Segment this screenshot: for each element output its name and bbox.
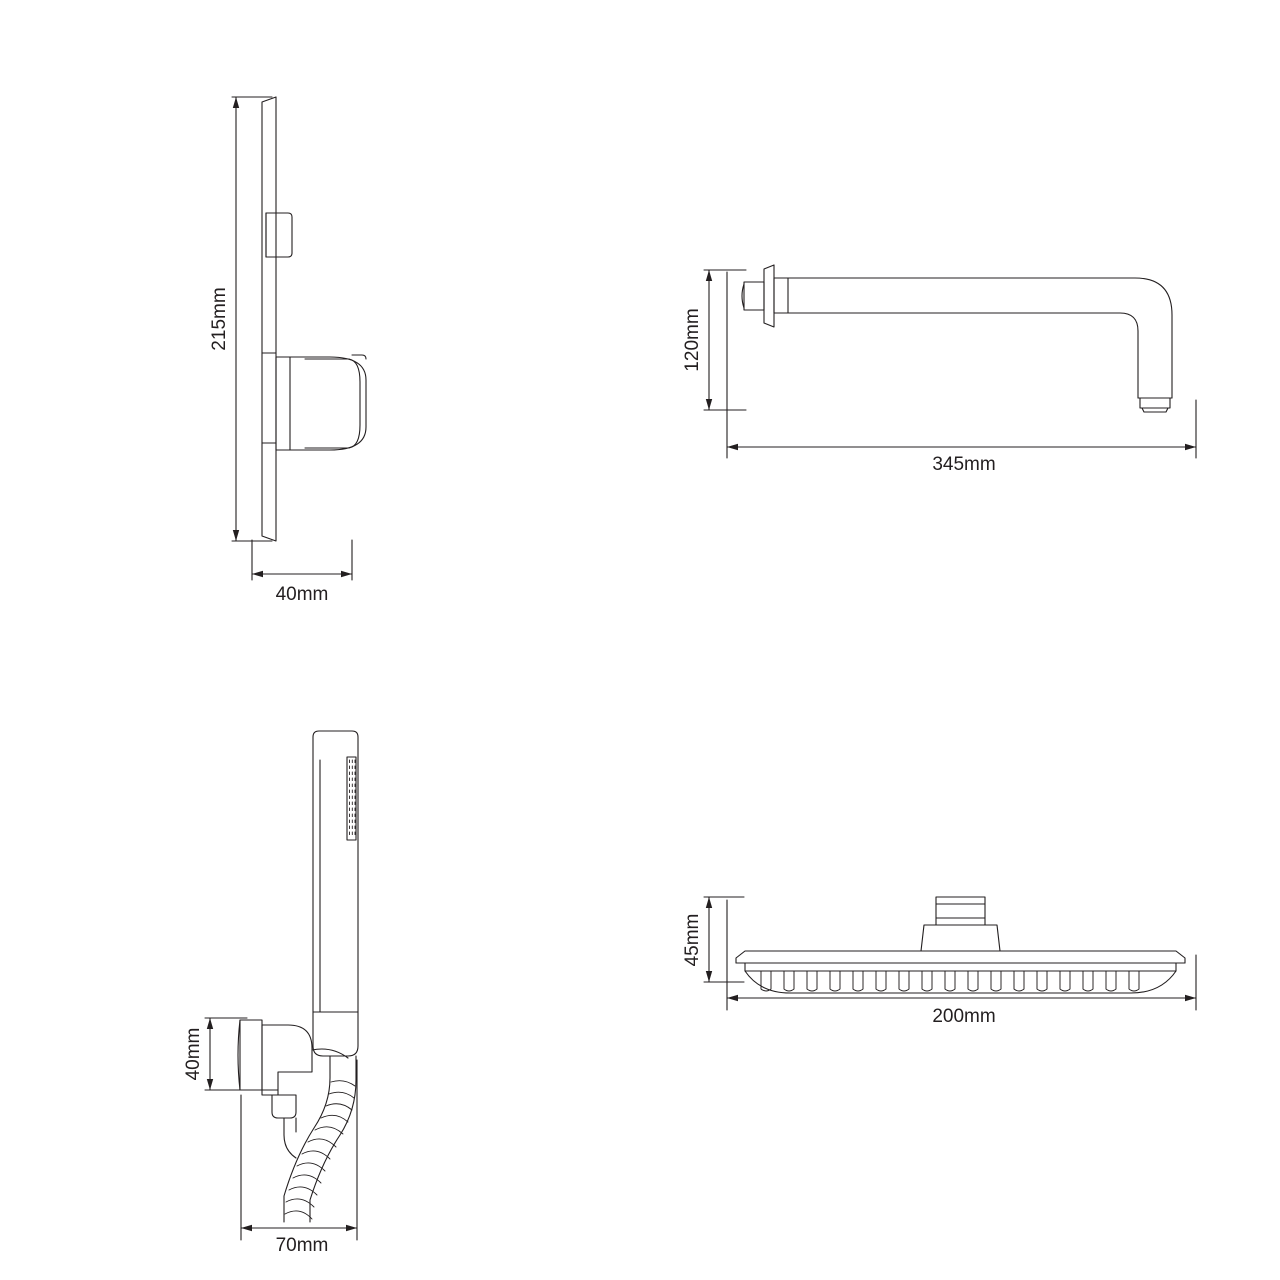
- valve-lever: [265, 212, 293, 258]
- dim-label-valve-height: 215mm: [209, 287, 230, 350]
- valve-wall-plate: [261, 96, 277, 542]
- shower-hose: [283, 1055, 357, 1223]
- handset-view: [204, 730, 359, 1241]
- arm-inlet-stub: [741, 281, 765, 311]
- arm-tube: [787, 277, 1173, 399]
- head-ball-joint: [920, 924, 1001, 952]
- dim-label-holder-height: 40mm: [183, 1028, 204, 1081]
- dim-valve-depth: [251, 539, 353, 581]
- dim-holder-height: [204, 1017, 248, 1091]
- arm-wall-flange: [763, 264, 789, 328]
- head-nozzle-row: [760, 970, 1140, 992]
- wall-outlet-bracket: [237, 1019, 349, 1119]
- dim-arm-drop: [703, 269, 747, 411]
- dim-label-head-thickness: 45mm: [682, 914, 703, 967]
- handset-wand: [312, 730, 359, 1013]
- dim-valve-height: [231, 96, 273, 542]
- dim-head-thickness: [703, 896, 745, 983]
- valve-plate-step: [261, 352, 277, 444]
- arm-outlet-nozzle: [1139, 397, 1171, 413]
- shower-arm-view: [703, 264, 1197, 459]
- handset-collar: [312, 1011, 359, 1057]
- shower-head-view: [703, 896, 1197, 1011]
- valve-side-view: [231, 96, 367, 581]
- head-body-plate: [735, 950, 1186, 994]
- valve-handle-body: [275, 354, 367, 451]
- dim-head-width: [726, 899, 1197, 1011]
- dim-holder-width: [240, 1059, 358, 1241]
- dim-label-head-width: 200mm: [932, 1006, 995, 1027]
- dim-label-arm-drop: 120mm: [682, 308, 703, 371]
- dim-label-holder-width: 70mm: [276, 1235, 329, 1256]
- head-inlet-connector: [935, 896, 986, 926]
- dim-label-valve-depth: 40mm: [276, 584, 329, 605]
- dim-arm-length: [726, 271, 1197, 459]
- dim-label-arm-length: 345mm: [932, 454, 995, 475]
